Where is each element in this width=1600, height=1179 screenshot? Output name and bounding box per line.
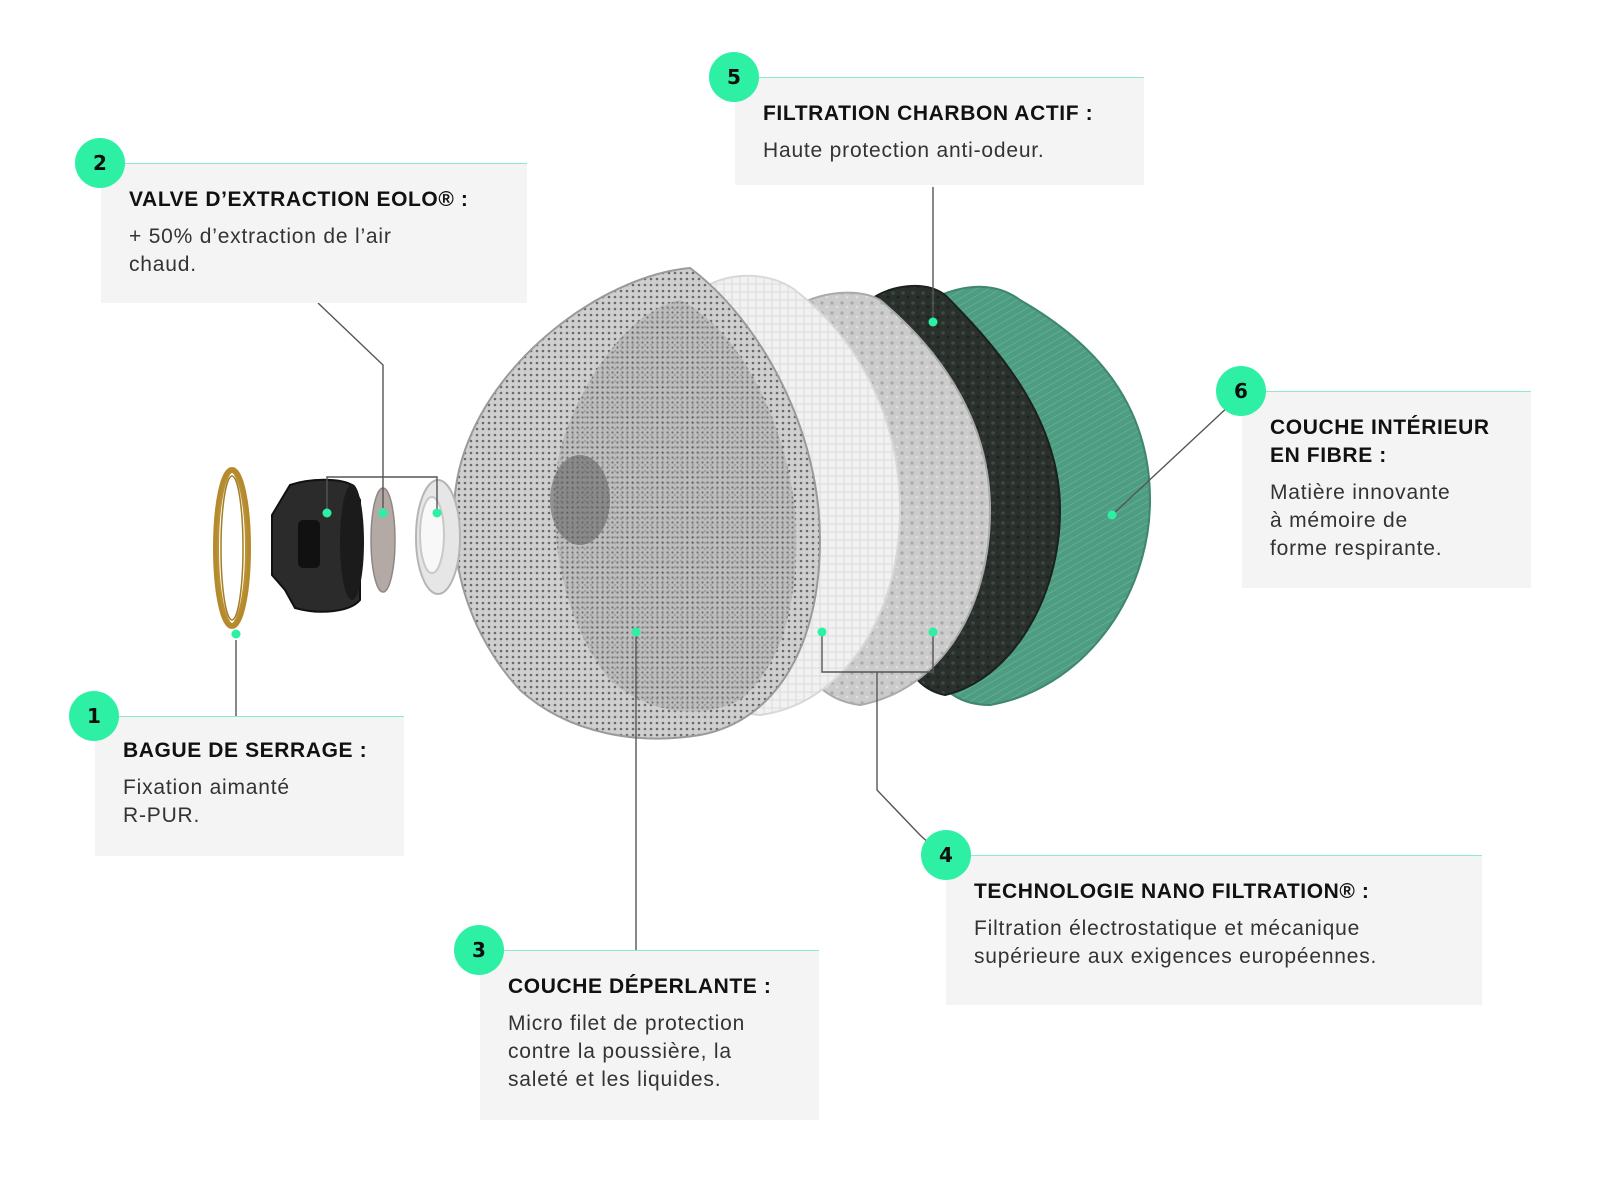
callout-title: FILTRATION CHARBON ACTIF :: [763, 102, 1094, 125]
callout-number-badge: 4: [921, 830, 971, 880]
callout-title: VALVE D’EXTRACTION EOLO® :: [129, 188, 469, 211]
callout-description: Matière innovante à mémoire de forme res…: [1270, 481, 1451, 560]
anchor-dots: [231, 317, 1117, 639]
callout-description: Fixation aimanté R-PUR.: [123, 776, 290, 827]
callout-description: Filtration électrostatique et mécanique …: [974, 917, 1378, 968]
valve-housing-slot: [298, 520, 320, 568]
callout-number-badge: 2: [75, 138, 125, 188]
callout-card: BAGUE DE SERRAGE : Fixation aimanté R-PU…: [95, 716, 404, 856]
valve-housing-face: [340, 484, 364, 600]
callout-number-badge: 6: [1216, 366, 1266, 416]
valve-disc-white-inner: [419, 496, 445, 574]
callout-description: Haute protection anti-odeur.: [763, 139, 1045, 162]
shell-valve-opening: [550, 455, 610, 545]
callout-number-badge: 3: [454, 925, 504, 975]
callout-description: + 50% d’extraction de l’air chaud.: [129, 225, 392, 276]
callout-card: FILTRATION CHARBON ACTIF : Haute protect…: [735, 77, 1144, 185]
callout-card: TECHNOLOGIE NANO FILTRATION® : Filtratio…: [946, 855, 1482, 1005]
callout-card: COUCHE INTÉRIEUR EN FIBRE : Matière inno…: [1242, 391, 1531, 588]
callout-title: COUCHE DÉPERLANTE :: [508, 975, 772, 998]
callout-card: VALVE D’EXTRACTION EOLO® : + 50% d’extra…: [101, 163, 527, 303]
clamp-ring: [213, 467, 251, 629]
callout-title: COUCHE INTÉRIEUR EN FIBRE :: [1270, 416, 1490, 467]
callout-number-badge: 5: [709, 52, 759, 102]
callout-description: Micro filet de protection contre la pous…: [508, 1012, 746, 1091]
callout-title: BAGUE DE SERRAGE :: [123, 739, 368, 762]
callout-number-badge: 1: [69, 691, 119, 741]
shell-inner-shade: [554, 300, 797, 712]
clamp-ring-inner: [220, 475, 244, 621]
callout-title: TECHNOLOGIE NANO FILTRATION® :: [974, 880, 1370, 903]
callout-card: COUCHE DÉPERLANTE : Micro filet de prote…: [480, 950, 819, 1120]
